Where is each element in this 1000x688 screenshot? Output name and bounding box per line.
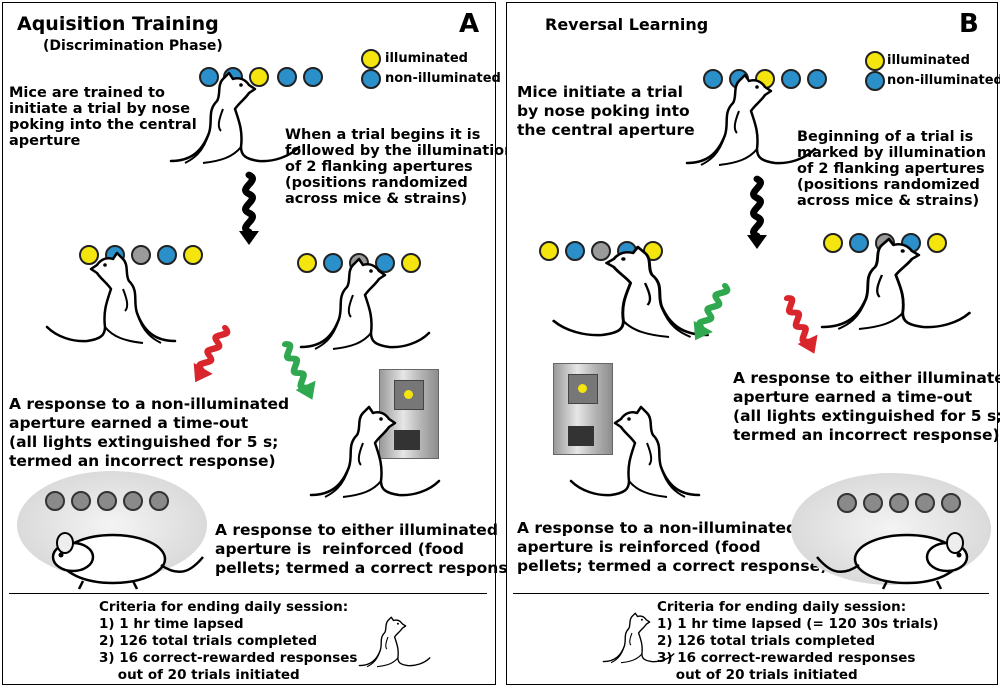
down-arrow-icon xyxy=(239,175,259,245)
mouse-right-illustration xyxy=(820,237,971,331)
trial-begin-text: Beginning of a trial is marked by illumi… xyxy=(797,129,987,209)
aperture xyxy=(131,245,151,265)
criteria-item: 2) 126 total trials completed xyxy=(99,633,318,649)
aperture xyxy=(823,233,843,253)
panel-reversal-learning: Reversal Learning B illuminated non-illu… xyxy=(506,2,1000,685)
divider xyxy=(513,593,989,594)
aperture xyxy=(591,241,611,261)
aperture xyxy=(123,491,143,511)
aperture xyxy=(849,233,869,253)
food-dispenser xyxy=(553,363,613,455)
divider xyxy=(9,593,487,594)
correct-response-text: A response to a non-illuminated aperture… xyxy=(517,519,828,575)
legend-illuminated-label: illuminated xyxy=(385,51,468,66)
panel-acquisition-training: Aquisition Training (Discrimination Phas… xyxy=(2,2,525,685)
down-arrow-icon xyxy=(747,179,767,249)
intro-text: Mice are trained to initiate a trial by … xyxy=(9,85,197,149)
incorrect-response-text: A response to a non-illuminated aperture… xyxy=(9,395,290,470)
aperture xyxy=(303,67,323,87)
mouse-feeding-illustration xyxy=(569,405,701,499)
panel-letter: B xyxy=(959,9,979,39)
aperture xyxy=(401,253,421,273)
aperture xyxy=(277,67,297,87)
incorrect-arrow-icon xyxy=(789,291,818,354)
legend-illuminated-dot xyxy=(865,51,885,71)
aperture xyxy=(703,69,723,89)
criteria-title: Criteria for ending daily session: xyxy=(657,599,907,615)
aperture xyxy=(249,67,269,87)
aperture xyxy=(781,69,801,89)
aperture xyxy=(297,253,317,273)
aperture xyxy=(539,241,559,261)
criteria-title: Criteria for ending daily session: xyxy=(99,599,349,615)
criteria-item: 1) 1 hr time lapsed (= 120 30s trials) xyxy=(657,616,939,632)
mouse-resting-illustration xyxy=(815,531,969,591)
trial-begin-text: When a trial begins it is followed by th… xyxy=(285,127,515,207)
legend-illuminated-label: illuminated xyxy=(887,53,970,68)
legend-non-illuminated-dot xyxy=(865,71,885,91)
criteria-item: 3) 16 correct-rewarded responses xyxy=(99,650,358,666)
aperture xyxy=(837,493,857,513)
incorrect-response-text: A response to either illuminated apertur… xyxy=(733,369,1000,444)
aperture xyxy=(807,69,827,89)
mouse-feeding-illustration xyxy=(309,405,441,499)
incorrect-arrow-icon xyxy=(193,329,239,383)
panel-letter: A xyxy=(459,9,480,39)
criteria-item: out of 20 trials initiated xyxy=(99,667,300,683)
legend-illuminated-dot xyxy=(361,49,381,69)
legend-non-illuminated-dot xyxy=(361,69,381,89)
mouse-left-illustration xyxy=(45,251,177,345)
intro-text: Mice initiate a trial by nose poking int… xyxy=(517,83,695,139)
mouse-resting-illustration xyxy=(51,531,205,591)
aperture xyxy=(157,245,177,265)
correct-response-text: A response to either illuminated apertur… xyxy=(215,521,526,577)
legend-non-illuminated-label: non-illuminated xyxy=(887,73,1000,88)
aperture xyxy=(45,491,65,511)
aperture xyxy=(565,241,585,261)
aperture xyxy=(323,253,343,273)
aperture xyxy=(199,67,219,87)
panel-title: Reversal Learning xyxy=(545,15,709,34)
panel-title: Aquisition Training xyxy=(17,13,219,35)
aperture xyxy=(889,493,909,513)
aperture xyxy=(863,493,883,513)
aperture xyxy=(149,491,169,511)
correct-arrow-icon xyxy=(693,287,739,341)
food-dispenser xyxy=(379,369,439,459)
aperture xyxy=(915,493,935,513)
panel-subtitle: (Discrimination Phase) xyxy=(43,38,223,54)
aperture xyxy=(97,491,117,511)
aperture xyxy=(941,493,961,513)
aperture xyxy=(375,253,395,273)
legend-non-illuminated-label: non-illuminated xyxy=(385,71,501,86)
aperture xyxy=(927,233,947,253)
criteria-item: 1) 1 hr time lapsed xyxy=(99,616,244,632)
criteria-item: 2) 126 total trials completed xyxy=(657,633,876,649)
aperture xyxy=(183,245,203,265)
aperture xyxy=(79,245,99,265)
aperture xyxy=(71,491,91,511)
criteria-item: out of 20 trials initiated xyxy=(657,667,858,683)
correct-arrow-icon xyxy=(287,337,316,400)
mouse-criteria-illustration xyxy=(358,616,431,668)
criteria-item: 3) 16 correct-rewarded responses xyxy=(657,650,916,666)
